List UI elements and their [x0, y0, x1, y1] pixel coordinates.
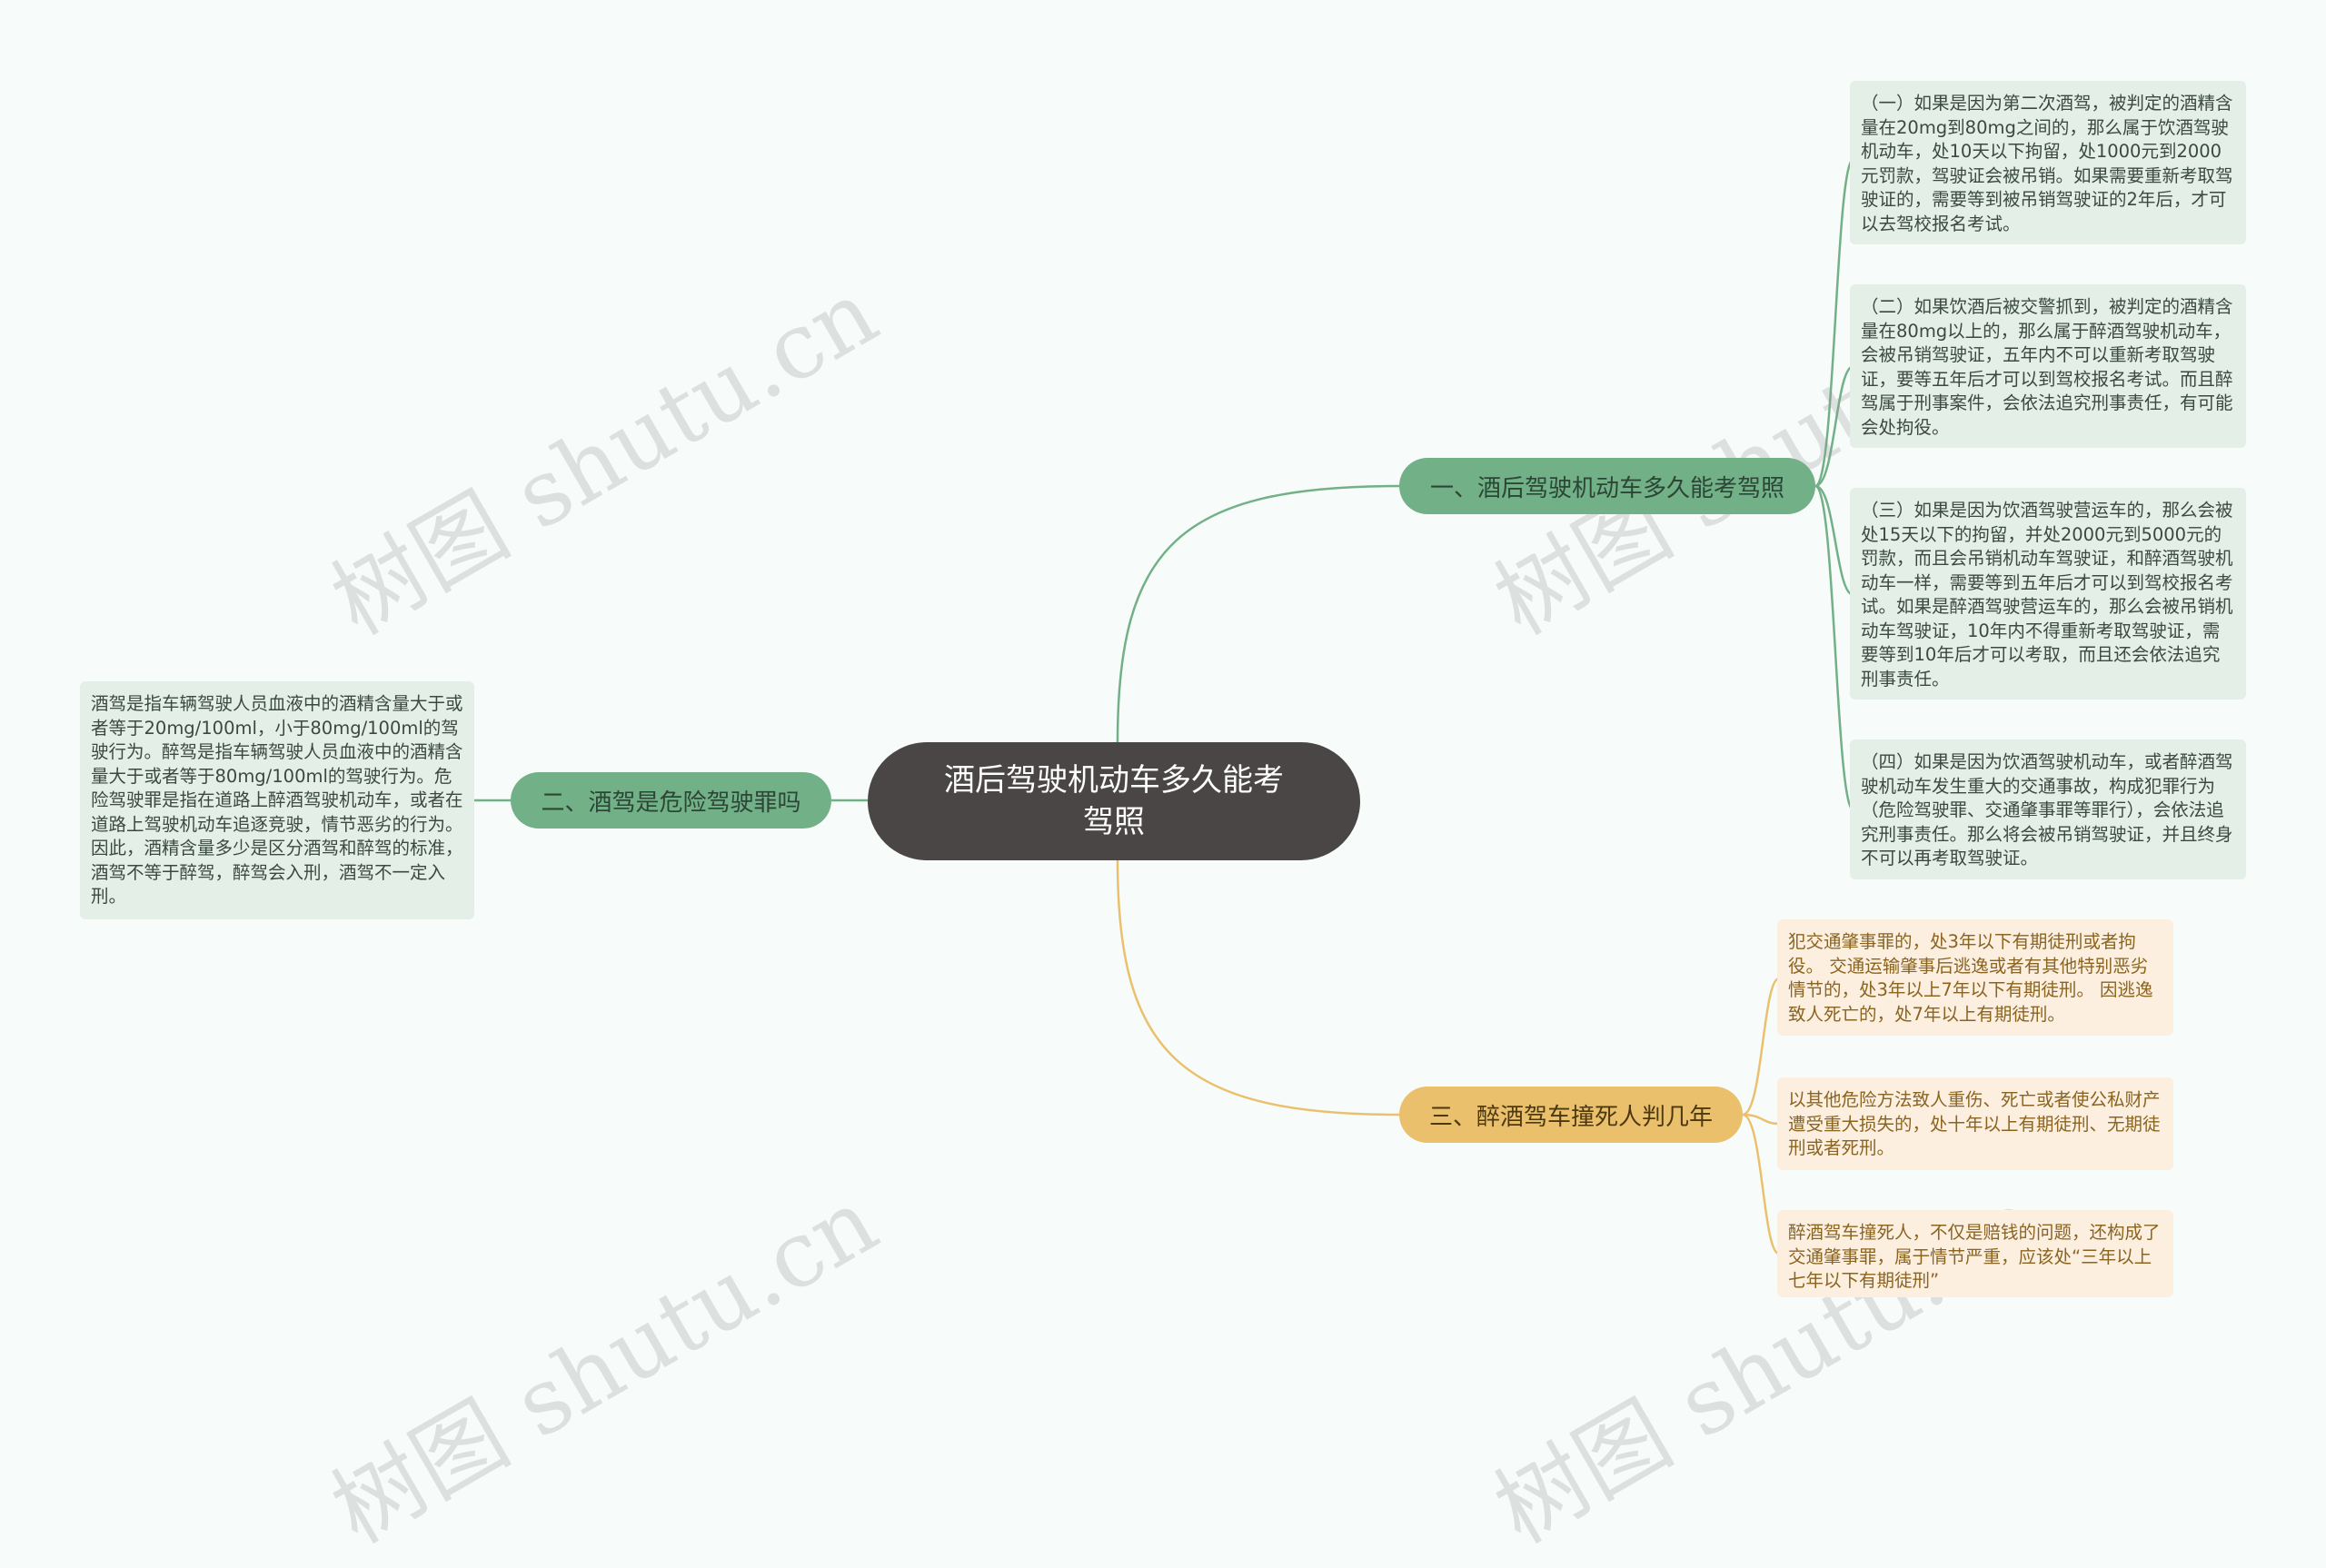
- branch-label: 二、酒驾是危险驾驶罪吗: [541, 789, 801, 817]
- leaf-node[interactable]: 醉酒驾车撞死人，不仅是赔钱的问题，还构成了交通肇事罪，属于情节严重，应该处“三年…: [1777, 1210, 2173, 1297]
- leaf-node[interactable]: 酒驾是指车辆驾驶人员血液中的酒精含量大于或者等于20mg/100ml，小于80m…: [80, 681, 474, 919]
- leaf-node[interactable]: 犯交通肇事罪的，处3年以下有期徒刑或者拘役。 交通运输肇事后逃逸或者有其他特别恶…: [1777, 919, 2173, 1036]
- connector-lines: [474, 157, 1858, 1255]
- edge-b1-leaf1: [1814, 157, 1858, 488]
- branch-node-3[interactable]: 三、醉酒驾车撞死人判几年: [1399, 1087, 1743, 1143]
- branch-label: 三、醉酒驾车撞死人判几年: [1428, 1103, 1713, 1131]
- edge-b3-leaf2: [1742, 1113, 1780, 1126]
- root-node[interactable]: 酒后驾驶机动车多久能考驾照: [868, 742, 1360, 860]
- branch-label: 一、酒后驾驶机动车多久能考驾照: [1429, 474, 1784, 502]
- branch-node-2[interactable]: 二、酒驾是危险驾驶罪吗: [511, 772, 831, 829]
- branch-node-1[interactable]: 一、酒后驾驶机动车多久能考驾照: [1399, 458, 1815, 514]
- leaf-node[interactable]: （三）如果是因为饮酒驾驶营运车的，那么会被处15天以下的拘留，并处2000元到5…: [1850, 488, 2246, 700]
- leaf-node[interactable]: 以其他危险方法致人重伤、死亡或者使公私财产遭受重大损失的，处十年以上有期徒刑、无…: [1777, 1077, 2173, 1170]
- edge-b3-leaf1: [1742, 977, 1780, 1116]
- edge-root-b3: [1116, 859, 1400, 1116]
- leaf-node[interactable]: （四）如果是因为饮酒驾驶机动车，或者醉酒驾驶机动车发生重大的交通事故，构成犯罪行…: [1850, 739, 2246, 879]
- leaf-node[interactable]: （一）如果是因为第二次酒驾，被判定的酒精含量在20mg到80mg之间的，那么属于…: [1850, 81, 2246, 244]
- edge-b1-leaf4: [1814, 484, 1858, 812]
- edge-b3-leaf3: [1742, 1113, 1780, 1255]
- edge-root-b1: [1116, 484, 1400, 743]
- root-title: 酒后驾驶机动车多久能考驾照: [944, 762, 1284, 840]
- leaf-node[interactable]: （二）如果饮酒后被交警抓到，被判定的酒精含量在80mg以上的，那么属于醉酒驾驶机…: [1850, 284, 2246, 448]
